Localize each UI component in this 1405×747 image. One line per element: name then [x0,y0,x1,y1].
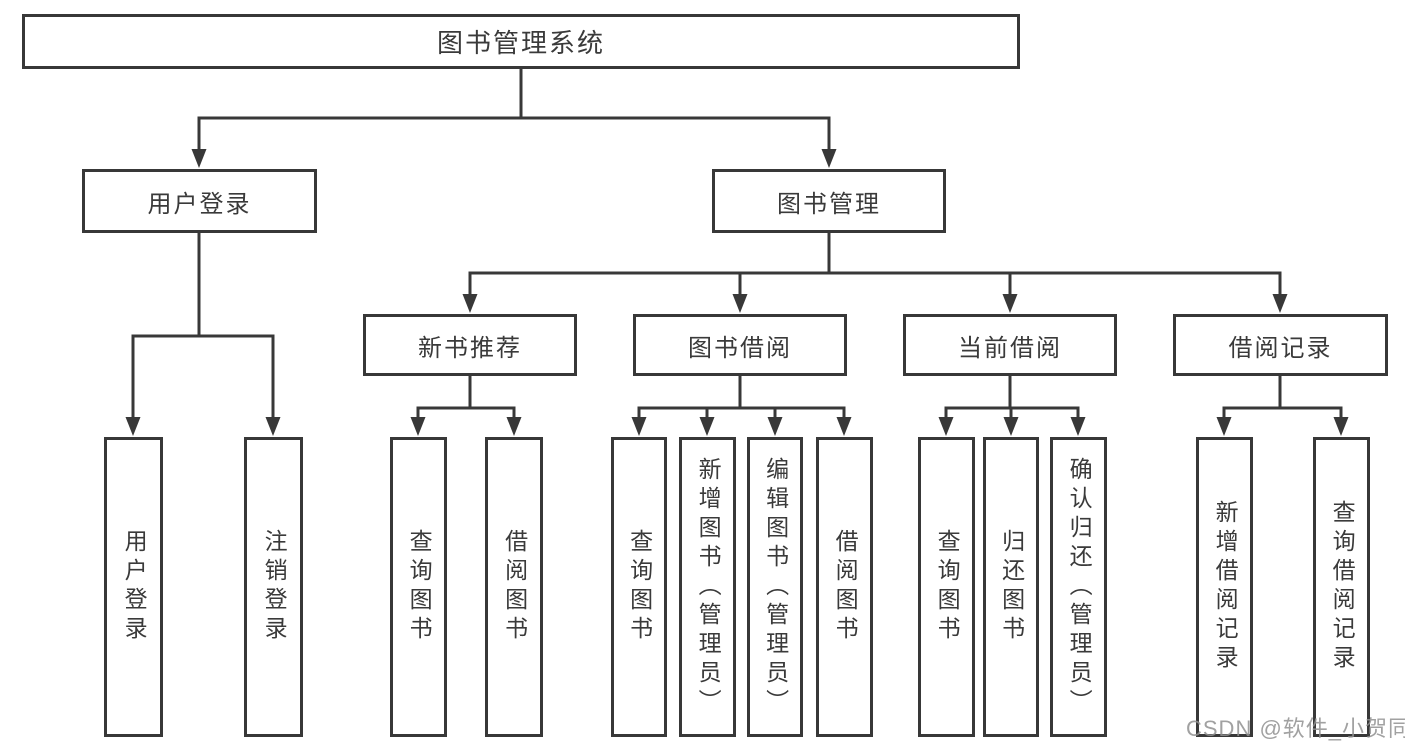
leaf-label: 查询图书 [406,529,433,645]
node-label: 用户登录 [147,190,252,218]
leaf-label: 借阅图书 [501,529,528,645]
node-label: 图书管理 [777,190,881,218]
node-book-management: 图书管理 [712,169,946,233]
leaf-borrow-books: 借阅图书 [816,437,873,737]
leaf-logout: 注销登录 [244,437,303,737]
leaf-query-books-recommend: 查询图书 [390,437,447,737]
node-label: 图书借阅 [688,334,792,362]
node-label: 当前借阅 [958,334,1062,362]
leaf-return-books: 归还图书 [983,437,1039,737]
leaf-label: 用户登录 [121,529,148,645]
leaf-label: 注销登录 [261,529,288,645]
leaf-label: 编辑图书（管理员） [762,456,789,718]
node-label: 新书推荐 [418,334,522,362]
leaf-label: 新增图书（管理员） [695,456,722,718]
leaf-query-books-borrow: 查询图书 [611,437,667,737]
leaf-edit-books-admin: 编辑图书（管理员） [747,437,803,737]
watermark: CSDN @软件_小贺同学 [1186,716,1405,741]
leaf-label: 新增借阅记录 [1212,500,1239,674]
node-label: 借阅记录 [1228,334,1333,362]
node-book-borrow: 图书借阅 [633,314,847,376]
leaf-add-books-admin: 新增图书（管理员） [679,437,736,737]
leaf-label: 查询图书 [934,529,961,645]
leaf-query-borrow-record: 查询借阅记录 [1313,437,1370,737]
node-label: 图书管理系统 [436,28,605,58]
leaf-label: 查询图书 [626,529,653,645]
leaf-user-login: 用户登录 [104,437,163,737]
leaf-label: 归还图书 [998,529,1025,645]
node-current-borrow: 当前借阅 [903,314,1117,376]
leaf-label: 查询借阅记录 [1329,500,1356,674]
leaf-label: 借阅图书 [832,529,859,645]
leaf-query-books-current: 查询图书 [918,437,975,737]
node-library-system: 图书管理系统 [22,14,1020,69]
leaf-confirm-return-admin: 确认归还（管理员） [1050,437,1107,737]
node-new-book-recommend: 新书推荐 [363,314,577,376]
leaf-add-borrow-record: 新增借阅记录 [1196,437,1253,737]
node-borrow-records: 借阅记录 [1173,314,1388,376]
leaf-borrow-books-recommend: 借阅图书 [485,437,543,737]
leaf-label: 确认归还（管理员） [1066,456,1093,718]
node-user-login: 用户登录 [82,169,317,233]
